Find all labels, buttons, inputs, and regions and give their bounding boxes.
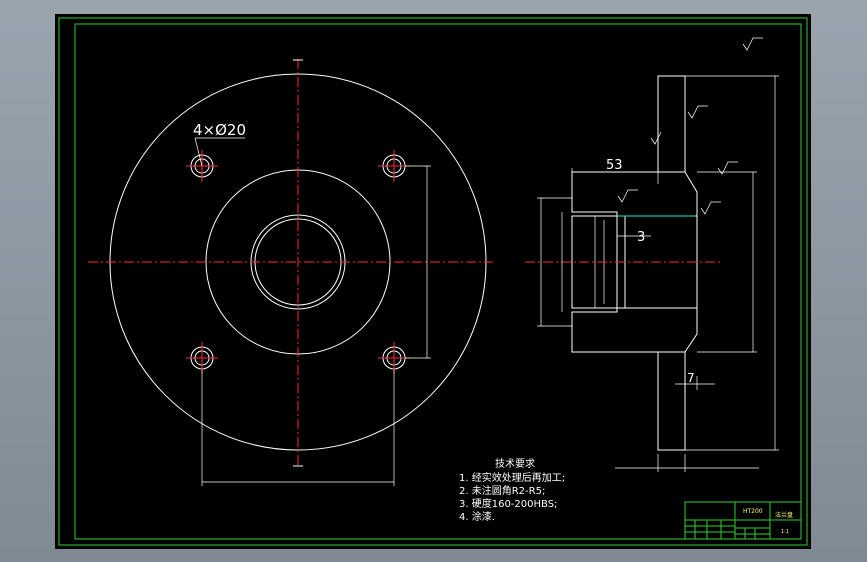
tech-title: 技术要求 (495, 457, 535, 470)
drawing-sheet[interactable]: 4×Ø20 (55, 14, 811, 549)
tech-requirements: 技术要求 1. 经实效处理后再加工; 2. 未注圆角R2-R5; 3. 硬度16… (459, 457, 565, 523)
inner-border (74, 23, 802, 540)
tech-item-4: 4. 涂漆. (459, 510, 495, 523)
drawing-canvas: 4×Ø20 (58, 17, 808, 546)
tech-item-2: 2. 未注圆角R2-R5; (459, 484, 545, 497)
material-label: HT200 (743, 508, 763, 515)
hole-callout: 4×Ø20 (193, 121, 246, 139)
part-name-label: 法兰盘 (775, 511, 793, 519)
front-view: 4×Ø20 (88, 59, 493, 486)
dim-thickness: 7 (687, 371, 695, 385)
outer-border (58, 17, 808, 546)
roughness-symbols (617, 37, 763, 215)
section-view: 53 3 7 (525, 37, 779, 472)
scale-label: 1:1 (781, 529, 789, 535)
title-block: HT200 法兰盘 1:1 (684, 501, 802, 540)
hole-leader (194, 137, 203, 167)
dim-length: 53 (606, 158, 623, 173)
tech-item-3: 3. 硬度160-200HBS; (459, 497, 557, 510)
dim-groove: 3 (637, 230, 645, 245)
tech-item-1: 1. 经实效处理后再加工; (459, 471, 565, 484)
